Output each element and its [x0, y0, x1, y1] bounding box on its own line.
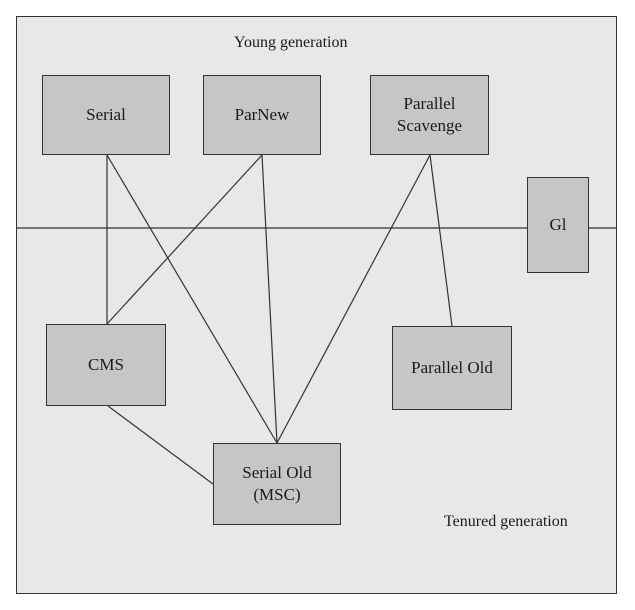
parnew-collector-box: ParNew: [203, 75, 321, 155]
edge-parnew-serial-old: [261, 154, 278, 444]
edge-parallel-scavenge-parallel-old: [429, 154, 453, 327]
parnew-label: ParNew: [234, 105, 290, 124]
serial-old-label: Serial Old (MSC): [242, 463, 312, 504]
parallel-old-label: Parallel Old: [411, 358, 493, 377]
edge-cms-serial-old: [107, 405, 214, 485]
serial-old-collector-box: Serial Old (MSC): [213, 443, 341, 525]
serial-collector-box: Serial: [42, 75, 170, 155]
serial-label: Serial: [86, 105, 126, 124]
cms-collector-box: CMS: [46, 324, 166, 406]
young-generation-label: Young generation: [234, 34, 348, 51]
parallel-old-collector-box: Parallel Old: [392, 326, 512, 410]
parallel-scavenge-collector-box: Parallel Scavenge: [370, 75, 489, 155]
edge-parallel-scavenge-serial-old: [276, 154, 431, 444]
g1-label: Gl: [549, 215, 567, 234]
edge-parnew-cms: [106, 154, 263, 325]
cms-label: CMS: [88, 355, 124, 374]
parallel-scavenge-label: Parallel Scavenge: [396, 94, 463, 135]
edge-serial-serial-old: [106, 154, 278, 444]
g1-collector-box: Gl: [527, 177, 589, 273]
tenured-generation-label: Tenured generation: [444, 513, 568, 530]
